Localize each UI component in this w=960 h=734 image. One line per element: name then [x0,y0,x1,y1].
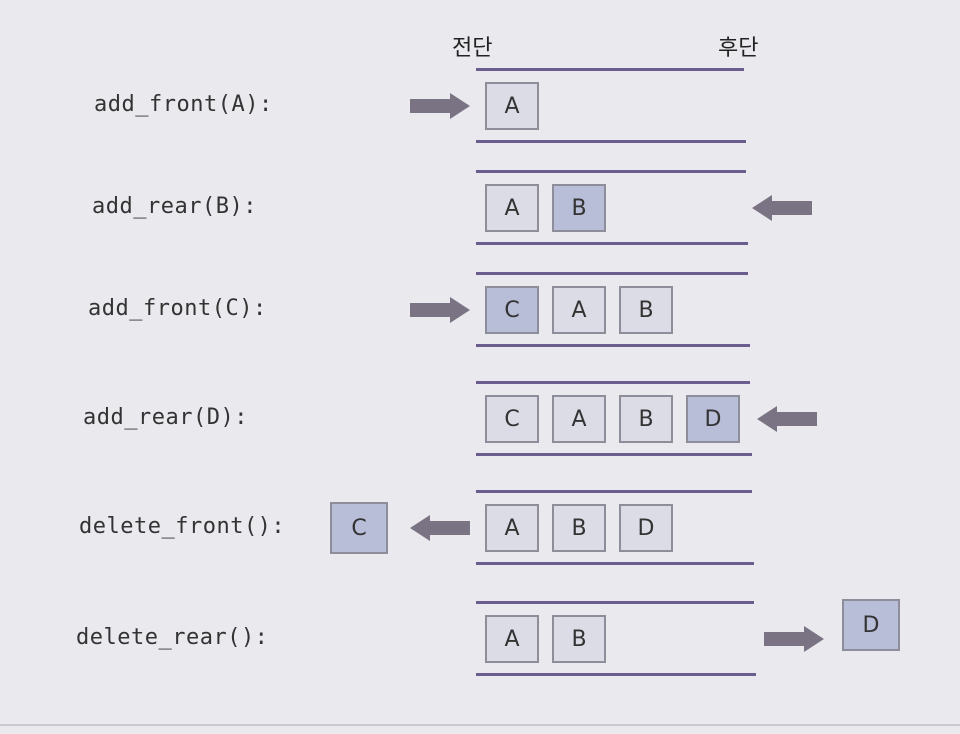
deque-cell: C [485,286,539,334]
deque-bottom-rail [476,673,756,676]
rear-header: 후단 [718,36,759,61]
deque-cell: D [686,395,740,443]
insert-front-arrow [410,93,470,119]
deque-cell: A [552,395,606,443]
deque-top-rail [476,490,752,493]
deque-cell: A [485,184,539,232]
deque-cell: B [552,184,606,232]
removed-element: C [330,502,388,554]
deque-cell: B [619,395,673,443]
deque-bottom-rail [476,242,748,245]
deque-top-rail [476,381,750,384]
deque-cell: C [485,395,539,443]
insert-rear-arrow [757,406,817,432]
operation-label: add_front(A): [94,92,273,117]
deque-top-rail [476,68,744,71]
remove-front-arrow [410,515,470,541]
deque-cell: A [552,286,606,334]
insert-rear-arrow [752,195,812,221]
operation-label: delete_rear(): [76,625,269,650]
deque-bottom-rail [476,344,750,347]
insert-front-arrow [410,297,470,323]
deque-cell: B [619,286,673,334]
deque-bottom-rail [476,453,752,456]
divider [0,724,960,726]
deque-cell: D [619,504,673,552]
removed-element: D [842,599,900,651]
operation-label: add_front(C): [88,296,267,321]
deque-top-rail [476,272,748,275]
deque-top-rail [476,601,754,604]
deque-cell: B [552,615,606,663]
deque-cell: A [485,615,539,663]
remove-rear-arrow [764,626,824,652]
operation-label: add_rear(D): [83,405,248,430]
deque-cell: B [552,504,606,552]
deque-cell: A [485,82,539,130]
deque-bottom-rail [476,140,746,143]
deque-cell: A [485,504,539,552]
operation-label: delete_front(): [79,514,286,539]
front-header: 전단 [452,36,493,61]
deque-bottom-rail [476,562,754,565]
operation-label: add_rear(B): [92,194,257,219]
deque-top-rail [476,170,746,173]
